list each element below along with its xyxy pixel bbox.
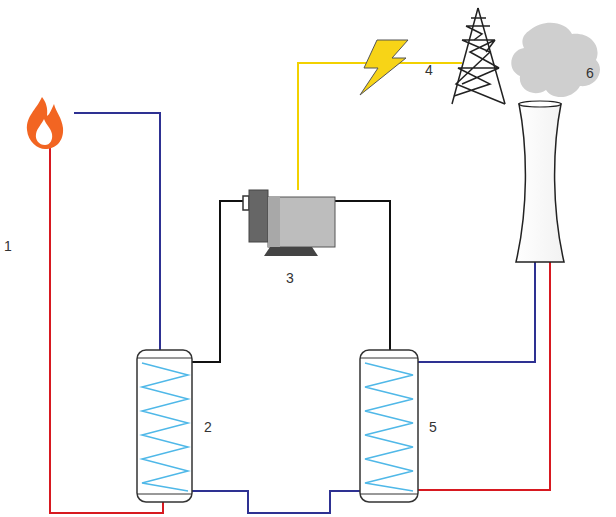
callout-number: 6	[586, 66, 594, 80]
cooling-tower	[511, 23, 600, 262]
callout-number: 4	[425, 63, 433, 77]
power-line	[298, 63, 462, 190]
hot-return-pipe	[74, 113, 160, 350]
liquid-pipe	[192, 491, 360, 513]
turbine-generator	[243, 190, 335, 256]
condenser	[360, 350, 418, 502]
heat-source-flame	[27, 97, 63, 149]
callout-number: 2	[204, 420, 212, 434]
lightning-bolt	[360, 40, 408, 95]
callout-number: 1	[4, 239, 12, 253]
vapour-pipe	[192, 201, 243, 362]
callout-number: 3	[286, 271, 294, 285]
callout-number: 5	[429, 420, 437, 434]
exhaust-pipe	[335, 201, 390, 350]
evaporator	[137, 350, 192, 502]
cooling-return-pipe	[418, 262, 535, 362]
power-pylon	[452, 8, 505, 104]
cooling-supply-pipe	[418, 262, 550, 490]
